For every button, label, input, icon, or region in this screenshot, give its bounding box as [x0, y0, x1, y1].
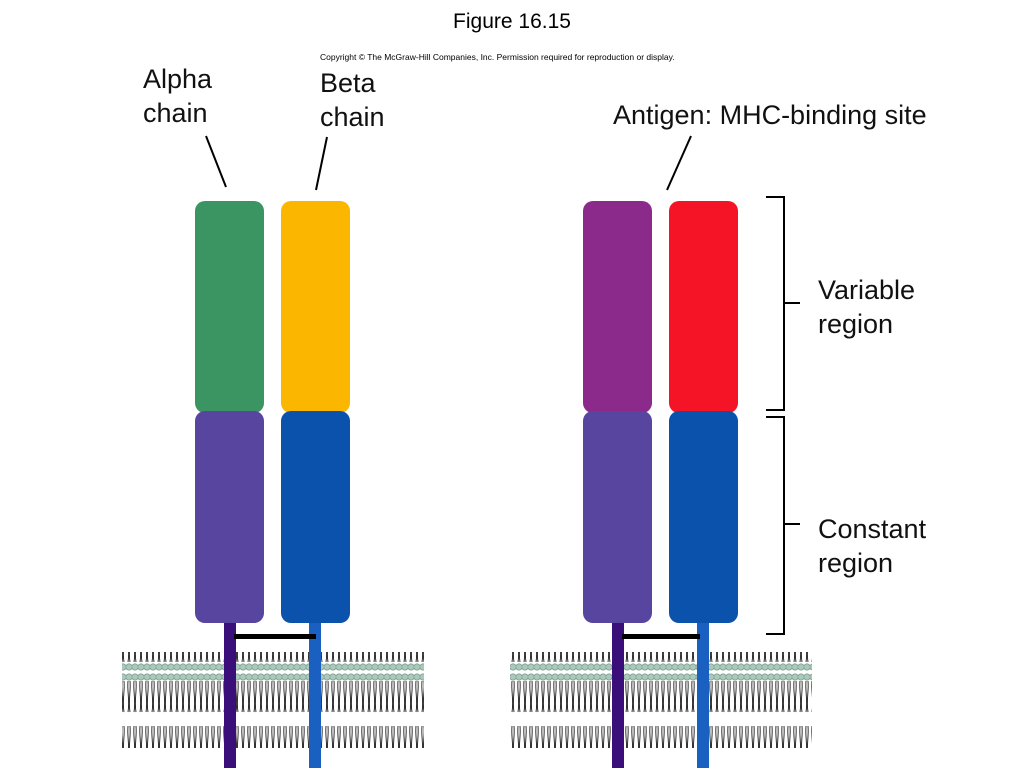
alpha-variable-domain-left [195, 201, 264, 413]
beta-leader-line [315, 136, 328, 191]
membrane-left [122, 652, 424, 748]
alpha-leader-line [205, 135, 227, 188]
beta-chain-label-line1: Beta [320, 68, 376, 98]
beta-variable-domain-right [669, 201, 738, 413]
alpha-anchor-right [612, 620, 624, 768]
alpha-variable-domain-right [583, 201, 652, 413]
figure-title: Figure 16.15 [453, 10, 571, 33]
membrane-right [510, 652, 812, 748]
beta-chain-label: Beta chain [320, 66, 385, 134]
beta-variable-domain-left [281, 201, 350, 413]
constant-region-label-line2: region [818, 548, 894, 578]
copyright-notice: Copyright © The McGraw-Hill Companies, I… [320, 52, 675, 62]
binding-site-label: Antigen: MHC-binding site [613, 100, 927, 130]
alpha-chain-label: Alpha chain [143, 62, 212, 130]
beta-anchor-right [697, 620, 709, 768]
beta-chain-label-line2: chain [320, 102, 385, 132]
alpha-anchor-left [224, 620, 236, 768]
alpha-chain-label-line2: chain [143, 98, 208, 128]
variable-region-label-line2: region [818, 309, 894, 339]
beta-constant-domain-left [281, 411, 350, 623]
alpha-constant-domain-right [583, 411, 652, 623]
constant-region-label: Constant region [818, 512, 926, 580]
alpha-constant-domain-left [195, 411, 264, 623]
disulfide-bond-right [622, 634, 700, 639]
constant-region-label-line1: Constant [818, 514, 927, 544]
alpha-chain-label-line1: Alpha [143, 64, 213, 94]
binding-site-leader-line [666, 135, 692, 191]
variable-region-bracket [766, 196, 800, 411]
variable-region-label: Variable region [818, 273, 915, 341]
variable-region-label-line1: Variable [818, 275, 916, 305]
beta-constant-domain-right [669, 411, 738, 623]
constant-region-bracket [766, 416, 800, 635]
beta-anchor-left [309, 620, 321, 768]
disulfide-bond-left [234, 634, 316, 639]
